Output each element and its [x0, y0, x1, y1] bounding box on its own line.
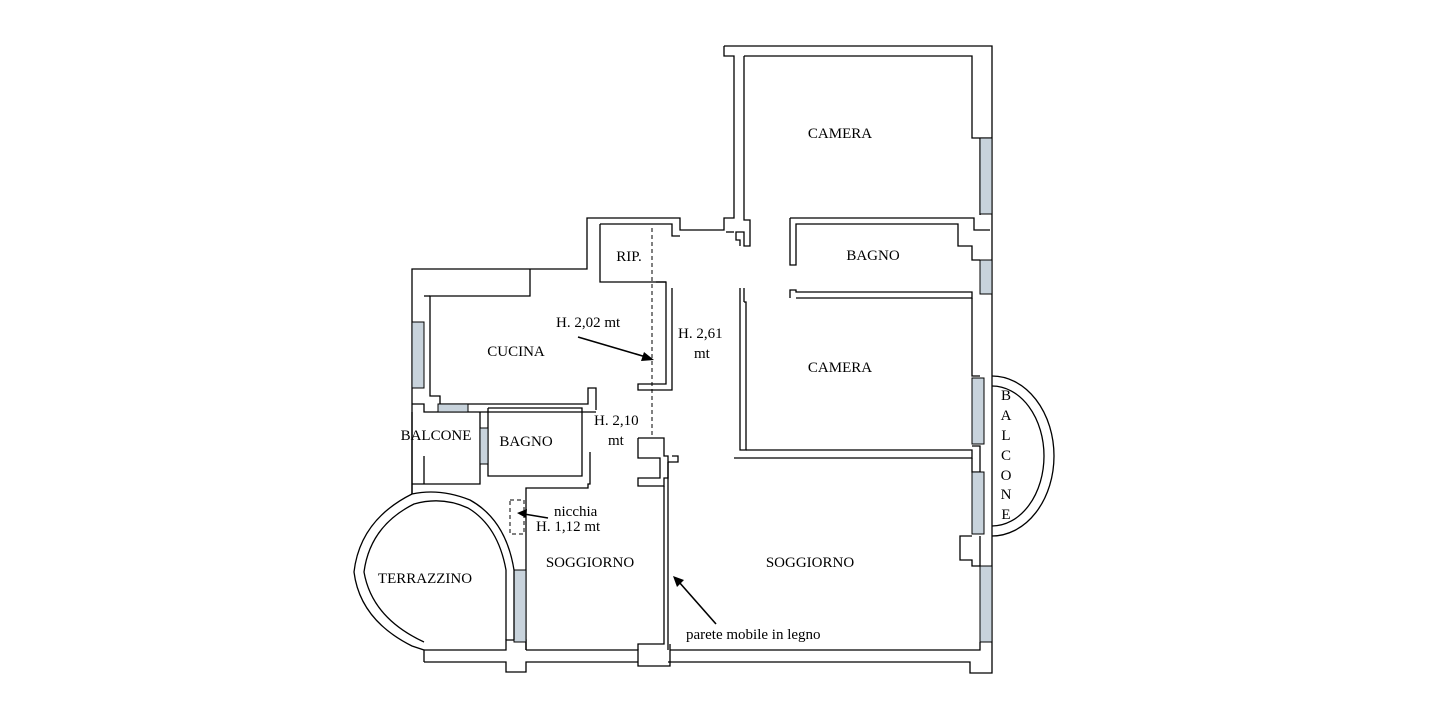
dashed-lines: [509, 228, 653, 535]
room-label-bagno-right: BAGNO: [846, 248, 900, 264]
height-note-passage-line1: H. 2,10: [594, 413, 639, 429]
height-note-corridor-line1: H. 2,61: [678, 326, 723, 342]
balcone-letter: O: [1001, 468, 1012, 484]
room-label-camera-mid: CAMERA: [808, 360, 872, 376]
height-note-corridor-line2: mt: [694, 346, 711, 362]
nicchia-label: nicchia: [554, 504, 598, 520]
arrows: [517, 336, 717, 625]
room-label-soggiorno-left: SOGGIORNO: [546, 555, 635, 571]
balcone-letter: A: [1001, 408, 1012, 424]
nicchia-height-note: H. 1,12 mt: [536, 519, 601, 535]
room-label-soggiorno-right: SOGGIORNO: [766, 555, 855, 571]
balcone-letter: E: [1001, 507, 1010, 523]
balcone-letter: B: [1001, 388, 1011, 404]
balcone-letter: N: [1001, 487, 1012, 503]
windows: [411, 137, 993, 643]
balcone-letter: C: [1001, 448, 1011, 464]
room-label-rip: RIP.: [616, 249, 641, 265]
height-note-passage-line2: mt: [608, 433, 625, 449]
height-note-cucina: H. 2,02 mt: [556, 315, 621, 331]
room-label-terrazzino: TERRAZZINO: [378, 571, 472, 587]
room-label-balcone-left: BALCONE: [401, 428, 472, 444]
parete-mobile-note: parete mobile in legno: [686, 627, 821, 643]
room-label-cucina: CUCINA: [487, 344, 545, 360]
balcone-right-shape: [991, 375, 1055, 537]
balcone-letter: L: [1001, 428, 1010, 444]
room-label-balcone-right: B A L C O N E: [1001, 388, 1012, 523]
room-label-bagno-left: BAGNO: [499, 434, 553, 450]
terrazzino-shape: [353, 491, 515, 662]
room-label-camera-top: CAMERA: [808, 126, 872, 142]
